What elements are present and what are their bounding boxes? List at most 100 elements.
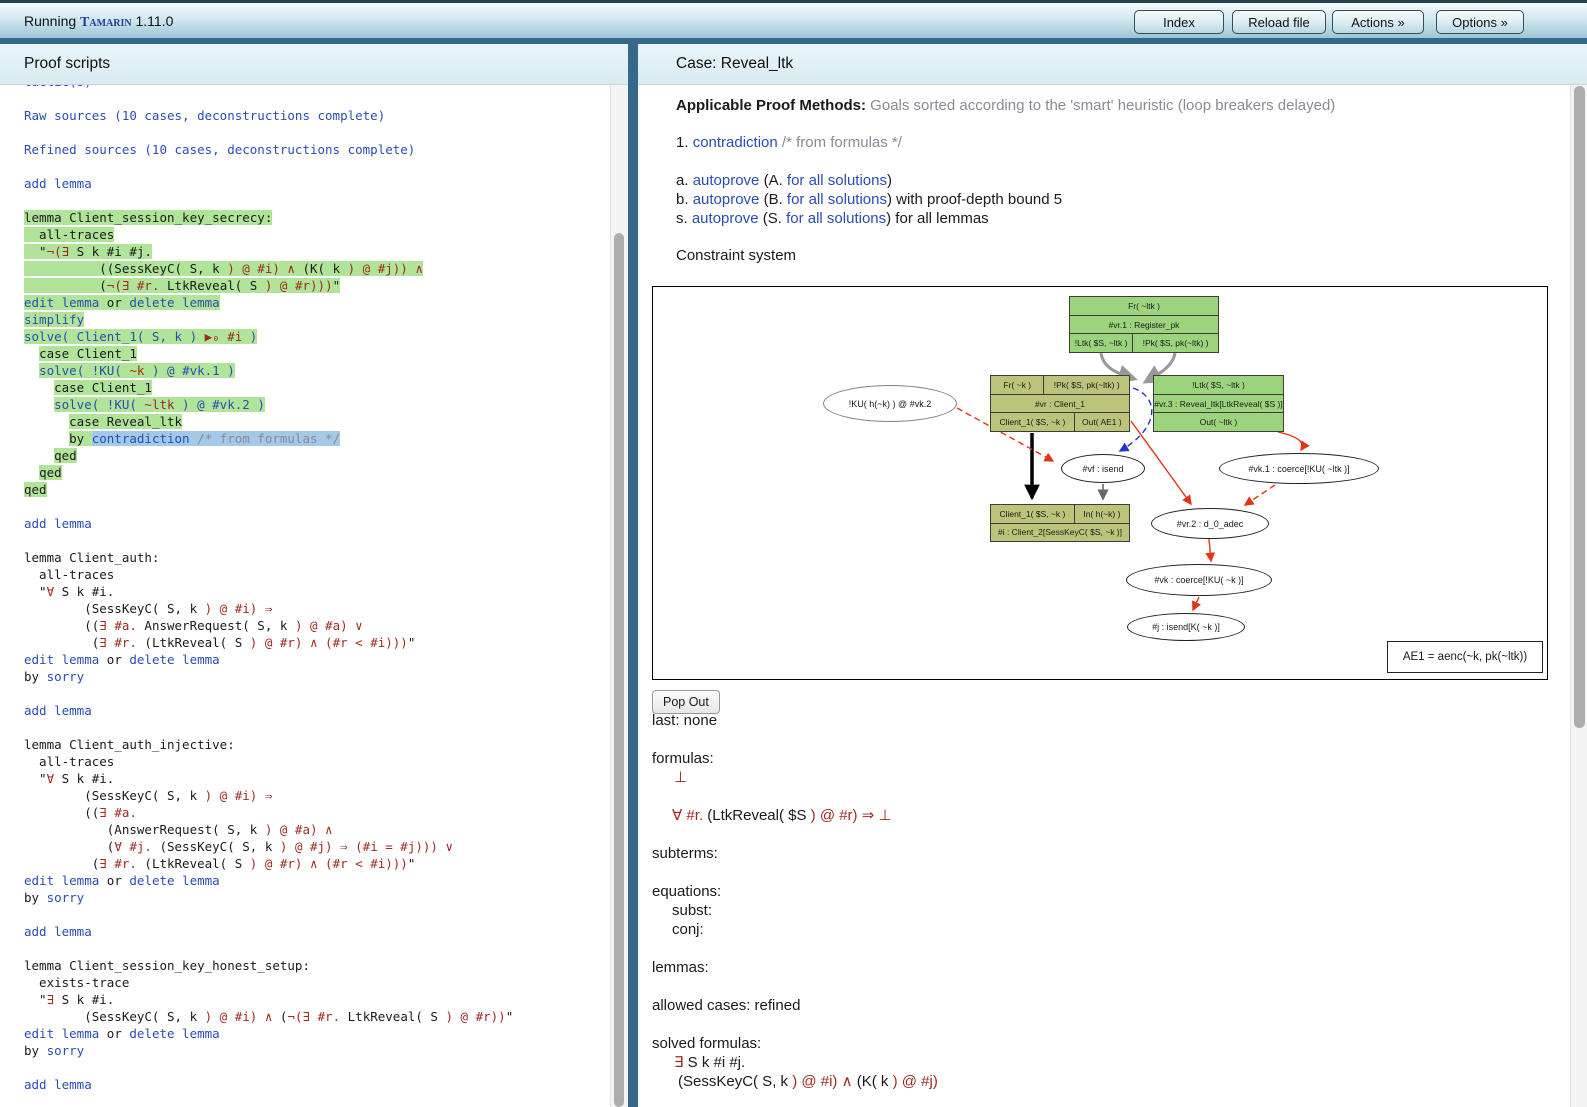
link[interactable]: autoprove	[691, 210, 759, 227]
text: ) @ #a) ∨	[294, 618, 363, 633]
text: ∀ #r.	[672, 807, 708, 824]
link[interactable]: edit lemma	[24, 1026, 100, 1041]
link[interactable]: edit lemma	[24, 873, 100, 888]
link[interactable]: add lemma	[24, 703, 92, 718]
text: ∃ #a.	[99, 618, 145, 633]
link[interactable]: delete lemma	[129, 652, 220, 667]
edge-reveal-to-vk1	[1277, 431, 1310, 452]
node-client-2[interactable]: Client_1( $S, ~k )In( h(~k) )#i : Client…	[990, 504, 1130, 542]
link[interactable]: contradiction	[692, 134, 778, 151]
right-scrollbar-thumb[interactable]	[1574, 86, 1585, 728]
text: "	[24, 244, 47, 259]
link[interactable]: autoprove	[692, 191, 760, 208]
node-client-1[interactable]: Fr( ~k )!Pk( $S, pk(~ltk) )#vr : Client_…	[990, 375, 1130, 432]
fact-cell: !Ltk( $S, ~ltk )	[1192, 379, 1245, 390]
topbar-button-actions-[interactable]: Actions »	[1332, 10, 1424, 34]
text: LtkReveal( S	[347, 1009, 446, 1024]
text: ) for all lemmas	[886, 210, 989, 227]
link[interactable]: delete lemma	[129, 295, 220, 310]
left-scrollbar-thumb[interactable]	[614, 233, 624, 1107]
text: by	[24, 1043, 47, 1058]
text: "	[407, 635, 416, 650]
text: case Reveal_ltk	[69, 414, 183, 429]
pop-out-button[interactable]: Pop Out	[652, 690, 720, 714]
text: S k #i #j.	[687, 1054, 746, 1071]
app-title: Running Tamarin 1.11.0	[24, 13, 174, 30]
text: "	[407, 856, 416, 871]
text	[24, 448, 54, 463]
link[interactable]: add lemma	[24, 1077, 92, 1092]
link[interactable]: sorry	[46, 1043, 85, 1058]
link[interactable]: add lemma	[24, 176, 92, 191]
text: "	[24, 584, 47, 599]
ae1-abbreviation-box: AE1 = aenc(~k, pk(~ltk))	[1387, 641, 1543, 673]
edge-ku-to-vf	[956, 407, 1055, 462]
text: ) @ #a) ∧	[264, 822, 333, 837]
link[interactable]: )	[242, 329, 258, 344]
node-register-pk[interactable]: Fr( ~ltk )#vr.1 : Register_pk!Ltk( $S, ~…	[1069, 296, 1219, 353]
case-panel: Case: Reveal_ltk Applicable Proof Method…	[638, 44, 1587, 1107]
link[interactable]: edit lemma	[24, 652, 100, 667]
link[interactable]: solve( !KU(	[54, 397, 145, 412]
text: AnswerRequest( S, k	[144, 618, 295, 633]
text: (B.	[759, 191, 787, 208]
right-scrollbar-track[interactable]	[1570, 85, 1587, 1107]
fact-cell: In( h(~k) )	[1073, 505, 1129, 523]
link[interactable]: sorry	[46, 890, 85, 905]
link[interactable]: delete lemma	[129, 1026, 220, 1041]
node-j-isend[interactable]: #j : isend[K( ~k )]	[1127, 613, 1245, 641]
text: or	[99, 295, 130, 310]
text: last: none	[652, 712, 718, 729]
node-vk-coerce[interactable]: #vk : coerce[!KU( ~k )]	[1126, 564, 1272, 596]
link[interactable]: for all solutions	[786, 172, 887, 189]
link[interactable]: tactic(s)	[24, 85, 92, 89]
text: case Client_1	[54, 380, 152, 395]
link[interactable]: edit lemma	[24, 295, 100, 310]
text: "	[24, 992, 47, 1007]
fact-cell: #i : Client_2[SessKeyC( $S, ~k )]	[997, 527, 1122, 538]
link[interactable]: delete lemma	[129, 873, 220, 888]
link[interactable]: add lemma	[24, 516, 92, 531]
text: (LtkReveal( S	[144, 635, 250, 650]
link[interactable]: for all solutions	[786, 210, 887, 227]
left-scrollbar-track[interactable]	[610, 85, 629, 1107]
text: )	[886, 172, 892, 189]
text: or	[99, 1026, 130, 1041]
node-ku-h-k[interactable]: !KU( h(~k) ) @ #vk.2	[823, 385, 957, 422]
text: (LtkReveal( S	[144, 856, 250, 871]
topbar-button-reload-file[interactable]: Reload file	[1232, 10, 1326, 34]
link[interactable]: solve( Client_1( S, k )	[24, 329, 205, 344]
link[interactable]: autoprove	[692, 172, 760, 189]
node-reveal-ltk[interactable]: !Ltk( $S, ~ltk )#vr.3 : Reveal_ltk[LtkRe…	[1153, 375, 1284, 432]
node-vf-isend[interactable]: #vf : isend	[1061, 454, 1145, 483]
text: ~ltk	[144, 397, 175, 412]
link[interactable]: for all solutions	[786, 191, 887, 208]
topbar-button-index[interactable]: Index	[1134, 10, 1224, 34]
link[interactable]: Raw sources (10 cases, deconstructions c…	[24, 108, 386, 123]
link[interactable]: solve( !KU(	[39, 363, 130, 378]
text: Goals sorted according to the 'smart' he…	[866, 97, 1336, 114]
text: qed	[24, 482, 47, 497]
text: ∃	[674, 1054, 688, 1071]
text: Applicable Proof Methods:	[676, 97, 867, 114]
link[interactable]: simplify	[24, 312, 85, 327]
text: ⊥	[674, 769, 688, 786]
link[interactable]: contradiction	[91, 431, 190, 446]
text: S k #i #j.	[69, 244, 152, 259]
topbar-button-options-[interactable]: Options »	[1436, 10, 1524, 34]
node-vk1-coerce[interactable]: #vk.1 : coerce[!KU( ~ltk )]	[1219, 453, 1379, 484]
link[interactable]: ) @ #vk.2 )	[174, 397, 265, 412]
node-vr2-adec[interactable]: #vr.2 : d_0_adec	[1151, 508, 1269, 539]
text: s.	[676, 210, 692, 227]
link[interactable]: sorry	[46, 669, 85, 684]
text: ) @ #r) ∧ (#r < #i)))	[249, 856, 408, 871]
text: lemma Client_auth_injective:	[24, 737, 235, 752]
fact-cell: Out( AE1 )	[1073, 413, 1129, 432]
link[interactable]: Refined sources (10 cases, deconstructio…	[24, 142, 416, 157]
text: LtkReveal( S	[167, 278, 265, 293]
panel-divider[interactable]	[628, 44, 638, 1107]
link[interactable]: add lemma	[24, 924, 92, 939]
text	[24, 431, 69, 446]
text: formulas:	[652, 750, 714, 767]
link[interactable]: ) @ #vk.1 )	[144, 363, 235, 378]
